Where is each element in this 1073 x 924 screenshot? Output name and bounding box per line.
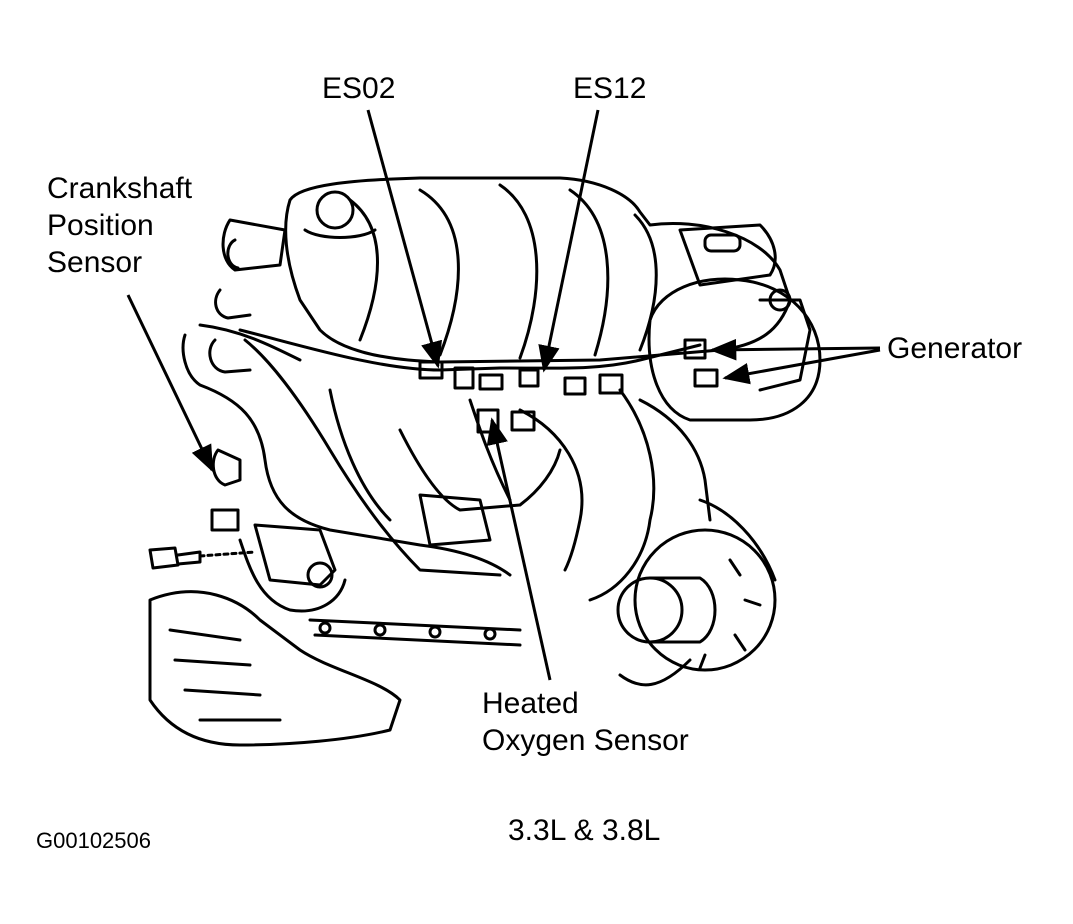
crankshaft-label-line3: Sensor xyxy=(47,246,143,279)
generator-leader-1 xyxy=(709,338,880,361)
crank-sensor-wire xyxy=(240,540,345,611)
engine-block xyxy=(330,390,654,600)
throttle-body xyxy=(223,220,285,270)
heated-oxygen-leader xyxy=(486,417,550,680)
crank-connector xyxy=(213,450,240,485)
intake-runners xyxy=(350,185,656,358)
intake-plenum xyxy=(286,178,790,362)
crankshaft-label-line1: Crankshaft xyxy=(47,172,193,205)
right-housing xyxy=(680,225,775,285)
wiring-harness xyxy=(240,330,700,370)
generator-label: Generator xyxy=(887,332,1023,365)
right-slot xyxy=(705,235,740,251)
es12-label: ES12 xyxy=(573,72,647,105)
pulley-hub xyxy=(618,578,682,642)
throttle-cap xyxy=(317,192,353,228)
pulley-outer xyxy=(635,530,775,670)
flange-bolts xyxy=(320,623,495,639)
engine-size-caption: 3.3L & 3.8L xyxy=(508,814,661,847)
crank-sensor-bracket xyxy=(255,525,335,585)
es12-leader xyxy=(538,110,598,373)
oil-pan-flange xyxy=(310,620,520,645)
generator-leader-2 xyxy=(722,350,880,385)
pulley-spokes xyxy=(700,560,760,668)
heated-oxygen-label-line2: Oxygen Sensor xyxy=(482,724,689,757)
bolt xyxy=(150,548,200,568)
es02-leader xyxy=(368,110,443,369)
crank-sensor xyxy=(308,563,332,587)
oxygen-sensor-wire xyxy=(470,400,582,570)
transmission xyxy=(150,592,400,745)
left-fittings xyxy=(210,240,250,372)
heated-oxygen-label-line1: Heated xyxy=(482,687,579,720)
air-duct xyxy=(183,325,510,575)
drive-belt xyxy=(620,500,775,685)
exhaust-manifold xyxy=(400,430,560,545)
harness-connectors xyxy=(420,340,717,394)
callout-lines xyxy=(128,110,880,680)
crankshaft-label-line2: Position xyxy=(47,209,154,242)
es02-label: ES02 xyxy=(322,72,396,105)
figure-id: G00102506 xyxy=(36,828,151,853)
engine-drawing xyxy=(150,178,820,745)
crankshaft-leader xyxy=(128,295,212,473)
